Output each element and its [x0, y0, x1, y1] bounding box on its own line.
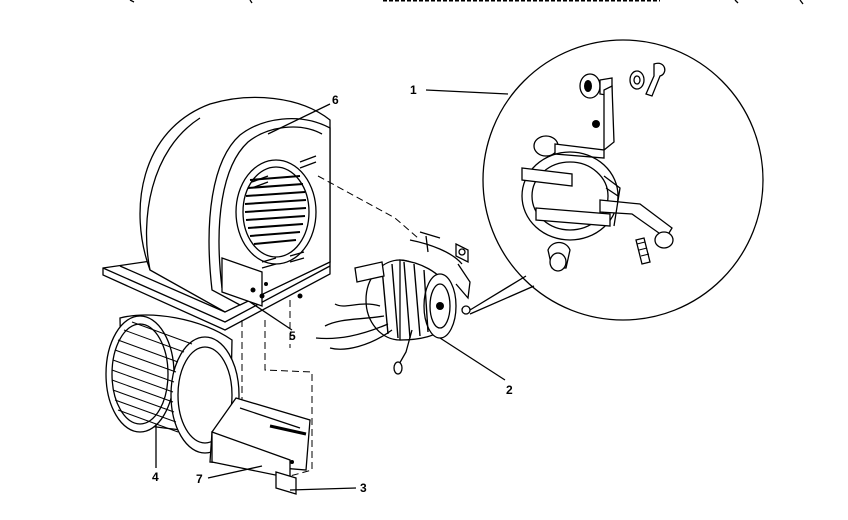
callout-2: 2: [506, 383, 513, 397]
motor-mount-detail: [469, 39, 764, 321]
top-edge-marks: [129, 0, 804, 5]
callout-6: 6: [332, 93, 339, 107]
callout-5: 5: [289, 329, 296, 343]
callout-1: 1: [410, 83, 417, 97]
leader-lines: [155, 89, 509, 491]
blower-motor: [315, 231, 471, 375]
callout-7: 7: [196, 472, 203, 486]
callout-4: 4: [152, 470, 159, 484]
callout-labels: 1 2 3 4 5 6 7: [152, 83, 513, 495]
callout-3: 3: [360, 481, 367, 495]
cutoff-plate: [209, 397, 311, 495]
blower-housing: [102, 96, 331, 331]
